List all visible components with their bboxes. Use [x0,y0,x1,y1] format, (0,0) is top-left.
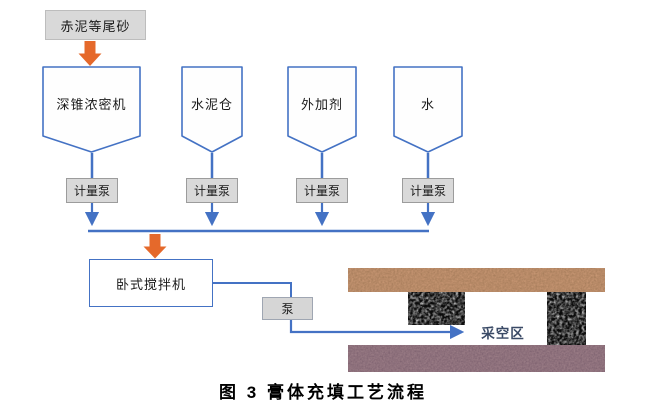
hopper-cement-silo-label: 水泥仓 [190,97,233,112]
mixer-to-pump-line [213,282,292,297]
hopper-cement-silo-shape [181,66,243,153]
feed-arrow-icon [78,41,102,66]
metering-pump-box-1: 计量泵 [66,178,118,203]
hopper-additive-label: 外加剂 [300,97,343,112]
mixer-box: 卧式搅拌机 [89,259,213,307]
figure-caption: 图 3 膏体充填工艺流程 [219,382,427,402]
goaf-strata-illustration [348,268,605,372]
delivery-pump-box: 泵 [262,297,313,320]
to-mixer-arrow-icon [143,234,167,259]
metering-pump-box-2: 计量泵 [186,178,238,203]
metering-pump-box-3: 计量泵 [296,178,348,203]
goaf-label: 采空区 [481,326,525,341]
hopper-water-shape [393,66,463,153]
pump-to-goaf-arrow [289,320,465,340]
pump-outlet-arrows [84,203,436,227]
hopper-thickener-label: 深锥浓密机 [56,97,127,112]
hopper-additive-shape [287,66,357,153]
hopper-outlet-lines [90,153,430,178]
source-box: 赤泥等尾砂 [45,10,146,40]
hopper-water-label: 水 [420,97,435,112]
hopper-thickener-shape [42,66,141,153]
metering-pump-box-4: 计量泵 [402,178,454,203]
